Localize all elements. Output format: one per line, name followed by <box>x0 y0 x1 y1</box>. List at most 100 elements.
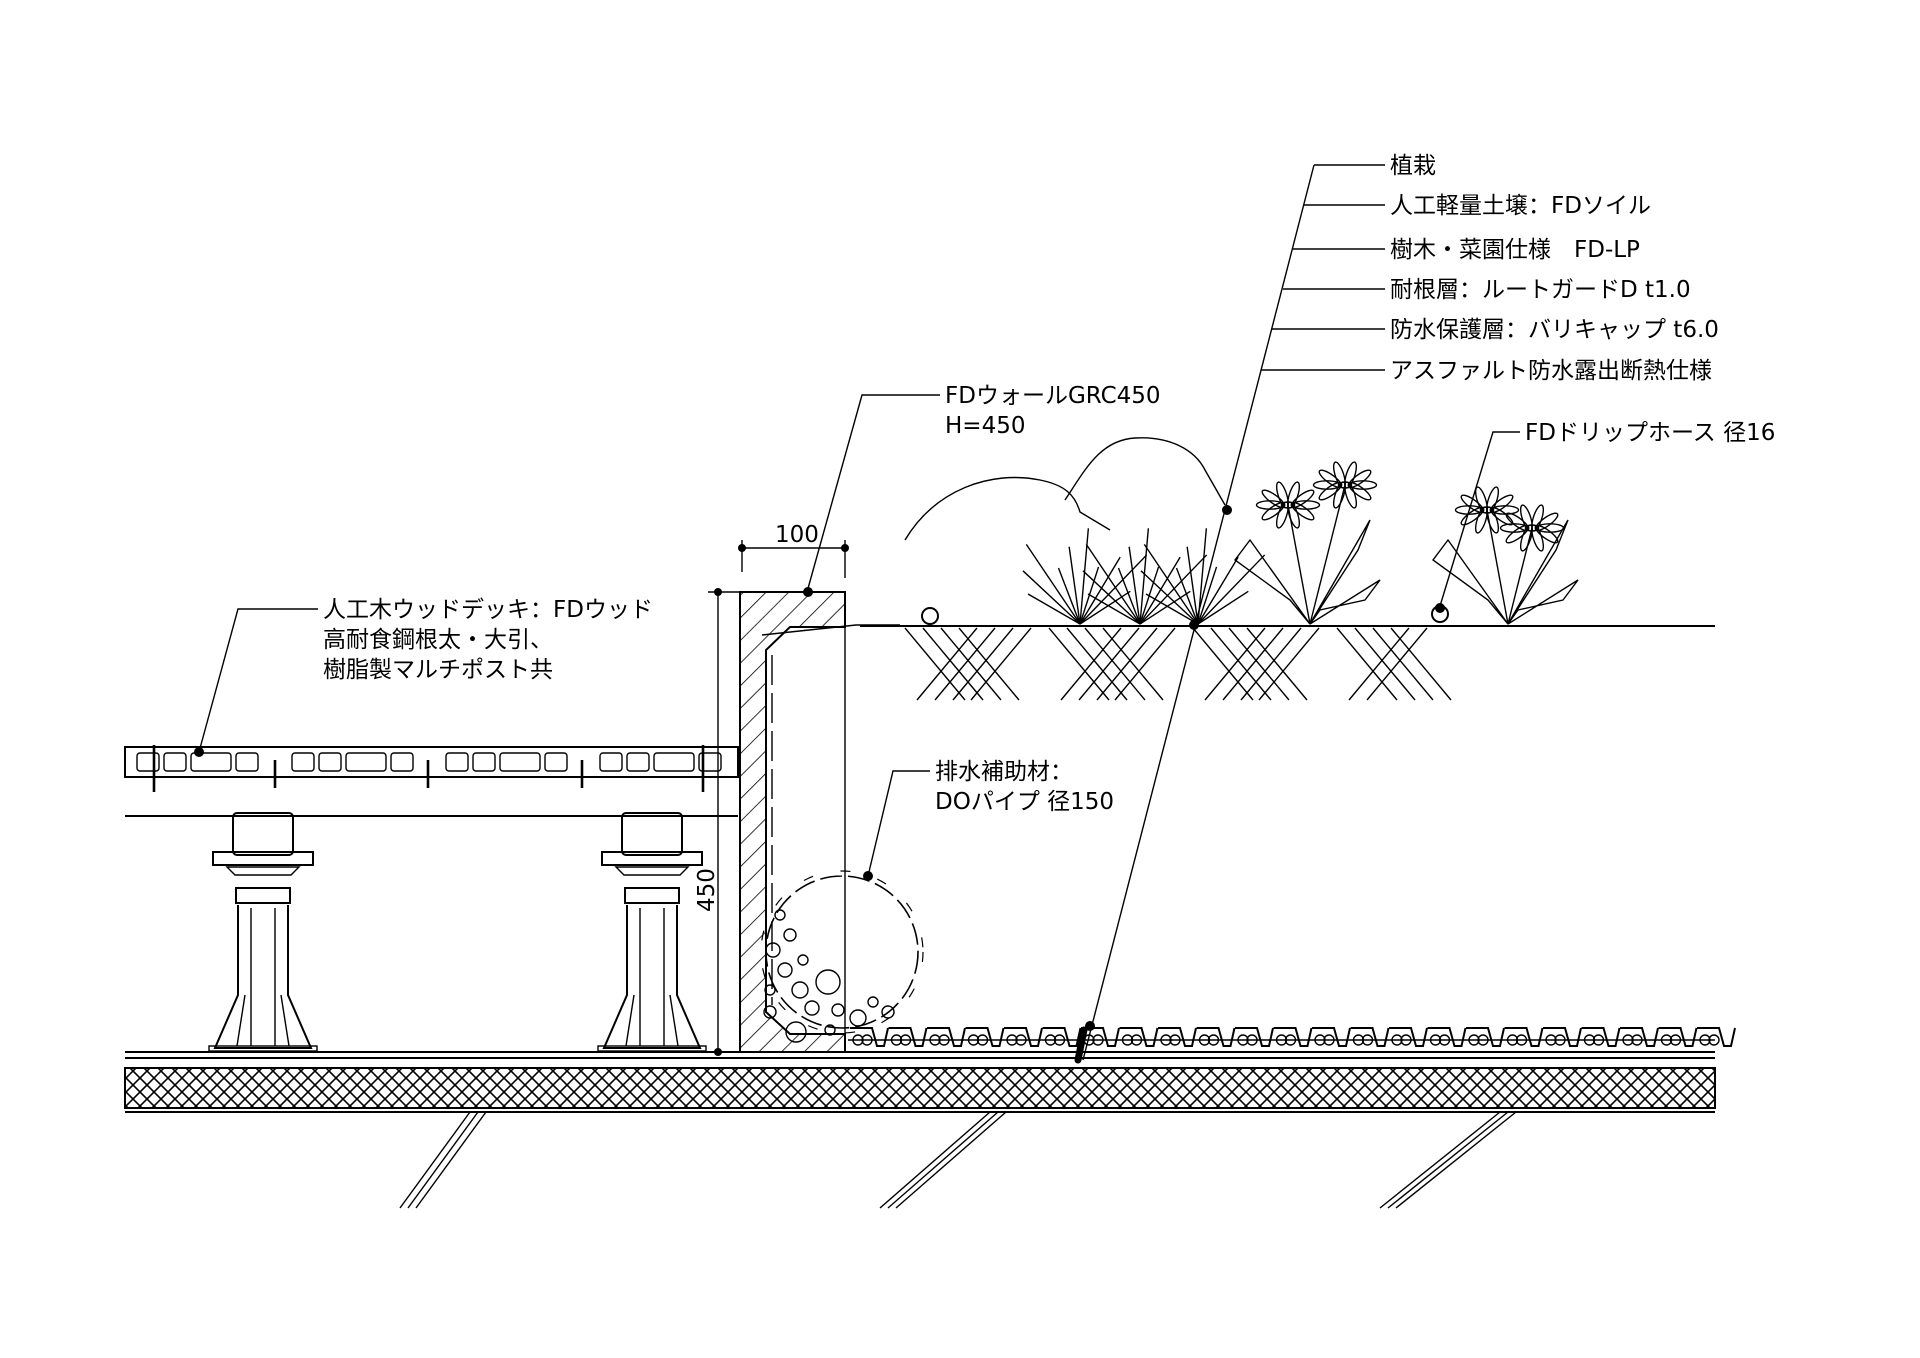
flower-leaf <box>1507 519 1569 625</box>
label-drip-hose: FDドリップホース 径16 <box>1525 420 1775 446</box>
grass-blade <box>1145 593 1199 625</box>
grass-blade <box>1082 570 1141 625</box>
leader-deck <box>194 608 318 757</box>
pedestal-body <box>213 905 313 1049</box>
deck-cell <box>190 752 232 772</box>
pedestal-cap <box>614 866 690 876</box>
gravel-stone <box>804 1000 820 1016</box>
leader-drip-hose <box>1435 431 1520 613</box>
flower-leaf <box>1507 579 1579 625</box>
drainage-board-pebble <box>852 1034 864 1046</box>
soil-hatch-line <box>922 627 984 701</box>
gravel-stone <box>774 909 786 921</box>
gravel-stone <box>881 1005 895 1019</box>
drainage-board-pebble <box>1592 1034 1605 1046</box>
deck-cell <box>163 752 187 772</box>
soil-hatch-line <box>1078 627 1140 701</box>
grass-blade <box>1079 554 1148 625</box>
soil-hatch-line <box>1084 627 1146 701</box>
drain-pipe <box>760 870 924 1043</box>
gravel-stone <box>824 1024 836 1036</box>
drainage-board-pebble <box>1708 1034 1720 1046</box>
drainage-board-pebble <box>967 1034 980 1046</box>
drip-hose-left <box>921 607 939 625</box>
label-deck-line2: 高耐食鋼根太・大引、 <box>323 627 553 653</box>
drainage-board-pebble <box>1506 1034 1519 1046</box>
label-wall-line2: H=450 <box>945 413 1025 439</box>
soil-hatch-line <box>1390 627 1452 701</box>
gravel-stone <box>765 942 781 958</box>
drainage-board-pebble <box>1391 1034 1403 1046</box>
pedestal-flange <box>212 851 314 866</box>
shrub-outline-right <box>1064 437 1226 506</box>
drainage-board-pebble <box>1130 1034 1143 1046</box>
gravel-stone <box>777 962 793 978</box>
label-spec: 樹木・菜園仕様 FD-LP <box>1390 237 1640 263</box>
shrub-outline-left <box>904 476 1111 541</box>
flower-leaf <box>1309 579 1381 625</box>
drainage-board-pebble <box>1352 1034 1365 1046</box>
soil-hatch-line <box>1354 627 1416 701</box>
drainage-board-pebble <box>1660 1034 1673 1046</box>
drainage-board-pebble <box>1622 1034 1634 1046</box>
drainage-board-rib <box>965 1027 1005 1047</box>
flower-leaf <box>1432 538 1509 625</box>
deck-cell <box>698 752 722 772</box>
grass-blade <box>1128 546 1141 625</box>
drainage-board-rib <box>927 1027 966 1047</box>
pedestal-body <box>602 905 702 1049</box>
dimension-width: 100 <box>738 522 849 578</box>
flower-center <box>1337 481 1353 489</box>
grass-blade <box>1175 567 1199 625</box>
drainage-board-pebble <box>1198 1034 1211 1046</box>
grass-blade <box>1186 546 1199 625</box>
drainage-board-pebble <box>899 1034 912 1046</box>
drainage-board-rib <box>1581 1027 1621 1047</box>
dimension-height: 450 <box>694 588 740 1056</box>
deck-cell <box>499 752 541 772</box>
drainage-board-pebble <box>1438 1034 1451 1046</box>
gravel-stone <box>763 1005 777 1019</box>
soil-hatch-line <box>1228 627 1290 701</box>
slab-break-lines <box>399 1111 1517 1209</box>
drainage-board-pebble <box>1554 1034 1566 1046</box>
drainage-board-rib <box>1504 1027 1544 1047</box>
drainage-board-pebble <box>1006 1034 1018 1046</box>
soil-hatch-line <box>1366 627 1428 701</box>
grass-blade <box>1087 593 1141 625</box>
deck-cell <box>445 752 469 772</box>
drainage-board-rib <box>1312 1027 1351 1047</box>
deck-cell <box>626 752 650 772</box>
grass-blade <box>1139 556 1181 625</box>
drainage-board-pebble <box>1468 1034 1480 1046</box>
soil-hatch-line <box>940 627 1002 701</box>
soil-hatch-line <box>1222 627 1284 701</box>
soil-hatch <box>904 627 1452 701</box>
drainage-board-pebble <box>1583 1034 1596 1046</box>
soil-hatch-line <box>1066 627 1128 701</box>
grass-blade <box>1025 544 1081 625</box>
soil-hatch-line <box>1204 627 1266 701</box>
grass-blade <box>1139 528 1150 625</box>
soil-hatch-line <box>958 627 1020 701</box>
drainage-board-pebble <box>1669 1034 1682 1046</box>
grass-blade <box>1022 570 1081 625</box>
soil-hatch-line <box>970 627 1032 701</box>
pedestal-nut <box>624 887 680 904</box>
soil-hatch-line <box>1240 627 1302 701</box>
drainage-board-pebble <box>1160 1034 1172 1046</box>
insulation-layer <box>124 1067 1716 1109</box>
drainage-board-rib <box>1389 1027 1428 1047</box>
pedestal-nut <box>235 887 291 904</box>
drainage-board-rib <box>1697 1027 1736 1047</box>
leader-wall <box>803 394 940 597</box>
flower-petal <box>1347 469 1372 489</box>
pedestal-ribs <box>625 908 679 1047</box>
plants <box>904 437 1579 625</box>
label-drain-line1: 排水補助材： <box>935 759 1073 785</box>
flower-center <box>1280 501 1296 509</box>
drainage-board-rib <box>1081 1027 1120 1047</box>
soil-hatch-line <box>934 627 996 701</box>
drainage-board-rib <box>1620 1027 1659 1047</box>
pedestal-ribs <box>236 908 290 1047</box>
